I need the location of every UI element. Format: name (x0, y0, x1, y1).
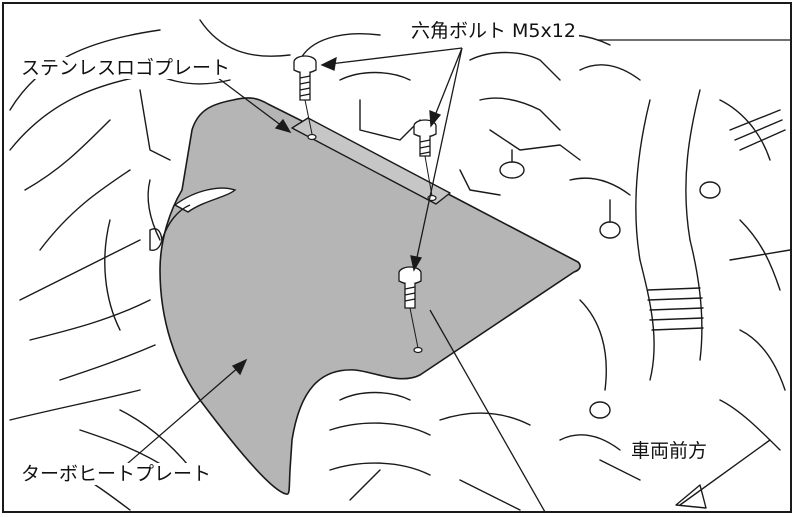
vehicle-front-label: 車両前方 (628, 440, 711, 462)
hex-bolt (413, 119, 437, 157)
plate-slot-cutout (173, 187, 237, 213)
engine-background-lines (9, 19, 791, 511)
hex-bolt (398, 266, 422, 309)
alignment-lines (304, 99, 433, 349)
stainless-logo-plate-label: ステンレスロゴプレート (18, 57, 234, 79)
leader-lines (119, 39, 792, 513)
hex-bolt (293, 55, 317, 101)
bracket (161, 204, 191, 241)
hex-bolt-label: 六角ボルト M5x12 (408, 20, 579, 42)
bolt-hole (413, 346, 423, 354)
stainless-logo-plate (291, 117, 451, 205)
bolt-hole (307, 133, 317, 141)
turbo-heat-plate-label: ターボヒートプレート (18, 463, 215, 485)
